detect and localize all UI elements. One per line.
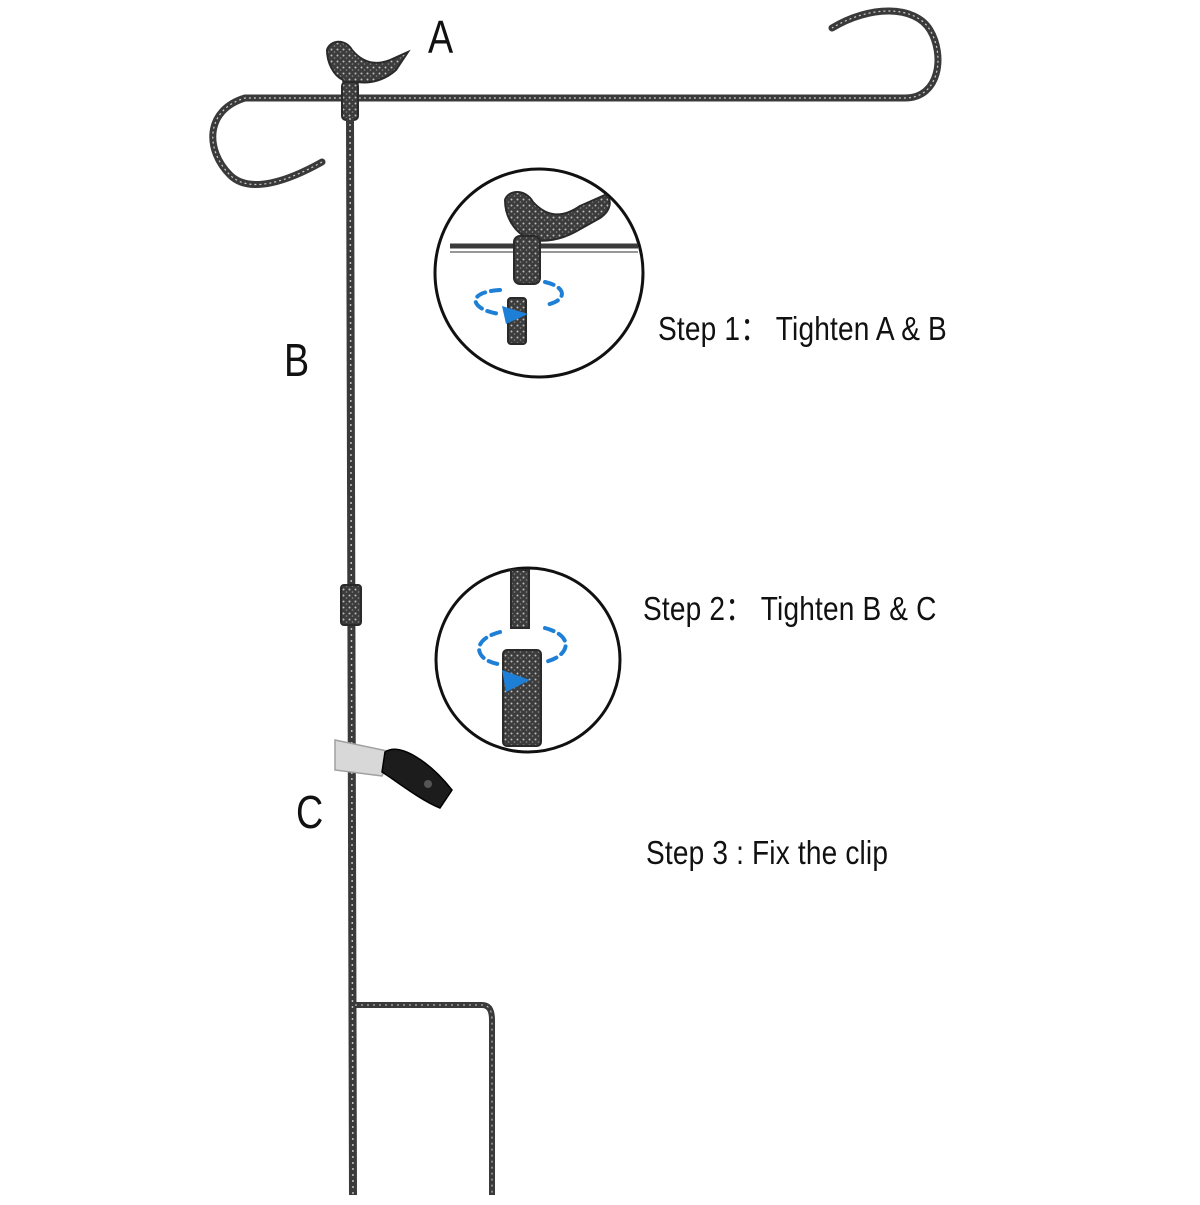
bird-finial-icon (503, 191, 611, 285)
flag-clip-icon (334, 739, 453, 809)
step-1-text: Step 1： Tighten A & B (658, 310, 947, 347)
ground-stake (355, 1002, 495, 1195)
bird-finial-icon (325, 40, 411, 121)
main-pole (340, 117, 362, 1196)
step-2-text: Step 2： Tighten B & C (643, 590, 937, 627)
rotate-arrow-icon (473, 280, 564, 324)
label-b: B (284, 334, 310, 386)
rotate-arrow-icon (477, 626, 568, 692)
label-c: C (296, 786, 324, 838)
top-crossbar (209, 7, 942, 188)
detail-circle-step-1 (433, 167, 645, 379)
detail-circle-step-2 (434, 566, 622, 754)
pole-joint (340, 584, 362, 626)
label-a: A (428, 11, 454, 63)
step-3-text: Step 3 : Fix the clip (646, 834, 889, 871)
